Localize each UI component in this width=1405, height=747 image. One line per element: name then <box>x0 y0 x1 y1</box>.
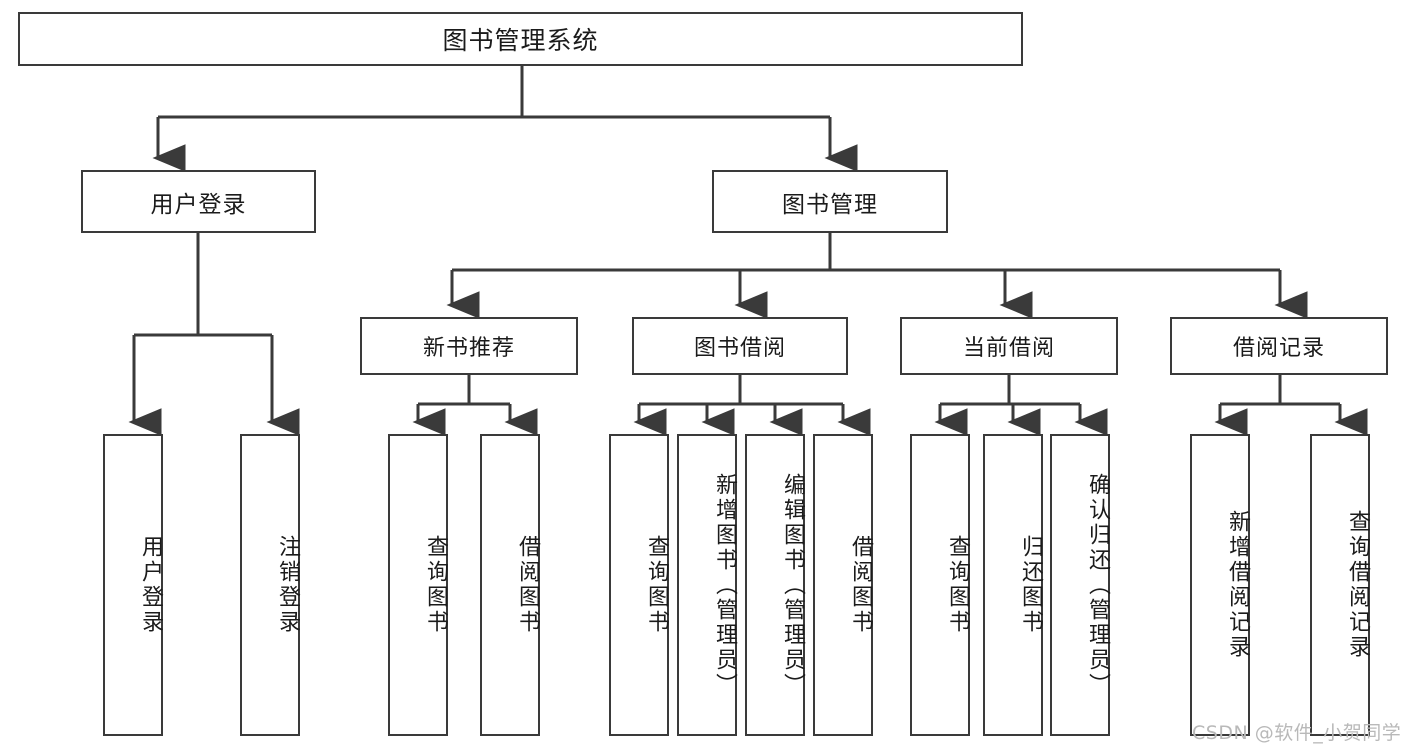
node-leaf-6[interactable]: 新增图书（管理员） <box>677 434 737 736</box>
node-leaf-10[interactable]: 归还图书 <box>983 434 1043 736</box>
node-level3-1[interactable]: 新书推荐 <box>360 317 578 375</box>
node-leaf-7[interactable]: 编辑图书（管理员） <box>745 434 805 736</box>
node-level3-2[interactable]: 图书借阅 <box>632 317 848 375</box>
node-leaf-11[interactable]: 确认归还（管理员） <box>1050 434 1110 736</box>
node-leaf-9[interactable]: 查询图书 <box>910 434 970 736</box>
leaf-label: 查询图书 <box>423 535 448 635</box>
node-leaf-8[interactable]: 借阅图书 <box>813 434 873 736</box>
node-leaf-12[interactable]: 新增借阅记录 <box>1190 434 1250 736</box>
node-leaf-5[interactable]: 查询图书 <box>609 434 669 736</box>
leaf-label: 借阅图书 <box>848 535 873 635</box>
node-level3-4[interactable]: 借阅记录 <box>1170 317 1388 375</box>
leaf-label: 用户登录 <box>138 535 163 635</box>
node-leaf-4[interactable]: 借阅图书 <box>480 434 540 736</box>
leaf-label: 新增图书（管理员） <box>712 472 737 698</box>
leaf-label: 查询借阅记录 <box>1345 510 1370 660</box>
leaf-label: 查询图书 <box>945 535 970 635</box>
leaf-label: 查询图书 <box>644 535 669 635</box>
leaf-label: 新增借阅记录 <box>1225 510 1250 660</box>
node-leaf-13[interactable]: 查询借阅记录 <box>1310 434 1370 736</box>
leaf-label: 借阅图书 <box>515 535 540 635</box>
node-leaf-2[interactable]: 注销登录 <box>240 434 300 736</box>
leaf-label: 注销登录 <box>275 535 300 635</box>
watermark: CSDN @软件_小贺同学 <box>1192 722 1402 744</box>
node-book-management-system[interactable]: 图书管理系统 <box>18 12 1023 66</box>
node-leaf-1[interactable]: 用户登录 <box>103 434 163 736</box>
node-leaf-3[interactable]: 查询图书 <box>388 434 448 736</box>
leaf-label: 归还图书 <box>1018 535 1043 635</box>
leaf-label: 确认归还（管理员） <box>1085 472 1110 698</box>
node-level2-2[interactable]: 图书管理 <box>712 170 948 233</box>
node-level3-3[interactable]: 当前借阅 <box>900 317 1118 375</box>
leaf-label: 编辑图书（管理员） <box>780 472 805 698</box>
node-level2-1[interactable]: 用户登录 <box>81 170 316 233</box>
